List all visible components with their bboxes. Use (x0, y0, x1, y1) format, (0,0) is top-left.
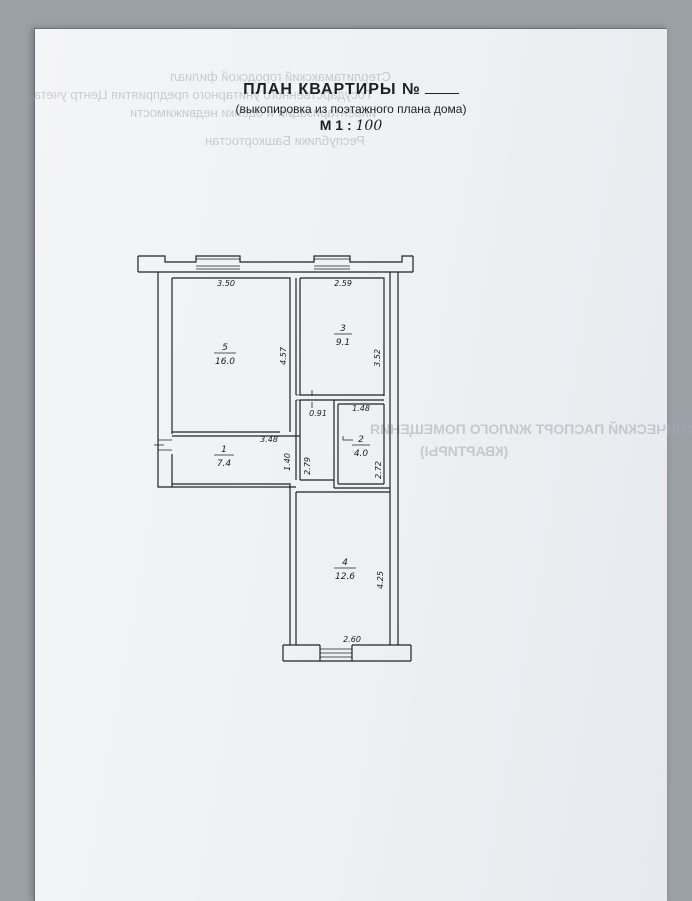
dimension-labels: 3.50 4.57 2.59 3.52 3.48 1.40 1.48 2.72 … (217, 279, 385, 644)
dim-closet-width: 0.91 (309, 409, 327, 418)
dim-corridor-height: 2.79 (303, 457, 312, 475)
scale-label: М 1 : 100 (319, 117, 383, 134)
room-4-number: 4 (342, 558, 348, 568)
room-labels: 5 16.0 3 9.1 1 7.4 2 4.0 4 12.6 (214, 324, 370, 582)
document-title: ПЛАН КВАРТИРЫ № (35, 81, 667, 99)
dim-wc-width: 1.48 (352, 404, 370, 413)
dim-room4-height: 4.25 (376, 571, 385, 589)
dim-wc-height: 2.72 (374, 461, 383, 479)
room-2-area: 4.0 (354, 449, 369, 459)
room-1-area: 7.4 (217, 459, 232, 469)
room-3-number: 3 (340, 324, 346, 334)
dim-room4-width: 2.60 (343, 635, 361, 644)
document-sheet: Стерлитамакский городской филиал Государ… (30, 28, 692, 901)
dim-hall-height: 1.40 (283, 453, 292, 471)
room-3-area: 9.1 (336, 338, 350, 348)
room-5-area: 16.0 (215, 357, 235, 367)
dim-hall-width: 3.48 (260, 435, 278, 444)
dim-room3-width: 2.59 (334, 279, 352, 288)
document-subtitle: (выкопировка из поэтажного плана дома) (235, 102, 467, 116)
room-4-area: 12.6 (335, 572, 355, 582)
plan-walls (137, 255, 414, 662)
room-1-number: 1 (221, 445, 227, 455)
dim-room3-height: 3.52 (373, 349, 382, 367)
room-2-number: 2 (358, 435, 364, 445)
room-5-number: 5 (222, 343, 228, 353)
dim-room5-width: 3.50 (217, 279, 235, 288)
dim-room5-height: 4.57 (279, 346, 288, 365)
scale-value: 100 (355, 118, 383, 134)
